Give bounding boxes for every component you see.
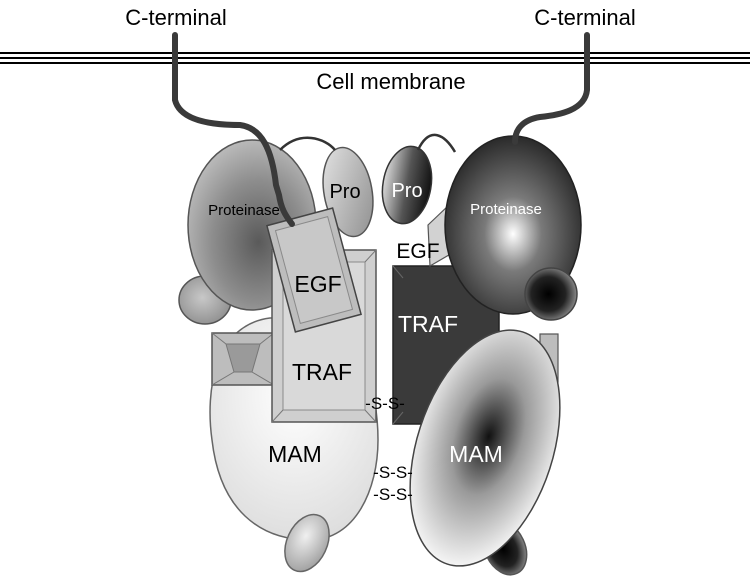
right-pro-linker	[416, 133, 457, 153]
right-egf-label: EGF	[396, 240, 439, 263]
left-egf-label: EGF	[294, 271, 341, 297]
right-mam-domain	[409, 329, 561, 567]
left-proteinase-label: Proteinase	[208, 202, 280, 219]
mam-disulfide-label-2: -S-S-	[373, 485, 413, 504]
right-mam-label: MAM	[449, 441, 503, 467]
left-mam-tail-lobe	[284, 513, 330, 573]
right-proteinase-label: Proteinase	[470, 201, 542, 218]
right-pro-domain	[381, 145, 433, 225]
left-traf-label: TRAF	[292, 359, 352, 385]
right-traf-label: TRAF	[398, 311, 458, 337]
c-terminal-left-label: C-terminal	[125, 5, 226, 30]
left-mam-label: MAM	[268, 441, 322, 467]
mam-disulfide-label-1: -S-S-	[373, 463, 413, 482]
left-pro-label: Pro	[329, 181, 360, 203]
c-terminal-right-label: C-terminal	[534, 5, 635, 30]
left-pro-domain	[322, 146, 374, 238]
right-c-terminal-tail	[512, 32, 590, 145]
cell-membrane	[0, 52, 750, 64]
right-pro-label: Pro	[391, 180, 422, 202]
cell-membrane-label: Cell membrane	[316, 69, 465, 94]
left-traf-side-block	[211, 332, 275, 386]
left-egf-domain	[266, 207, 362, 333]
right-side-lobe	[524, 267, 578, 321]
left-pro-linker	[279, 136, 336, 151]
left-c-terminal-tail	[172, 32, 295, 227]
traf-disulfide-label: -S-S-	[365, 394, 405, 413]
